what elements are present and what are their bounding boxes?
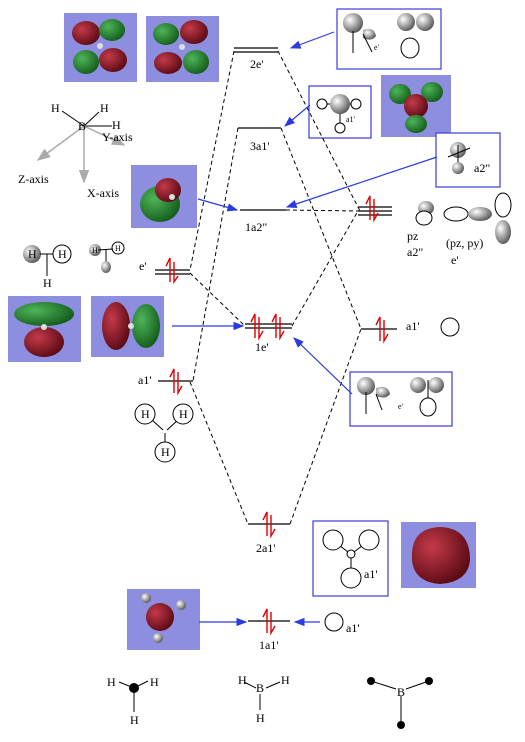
mo-image-1a1-prime <box>127 589 200 650</box>
mo-image-1e-prime-b <box>91 296 164 357</box>
bh3-h2: H <box>281 673 290 687</box>
structure-bh3: H H B H <box>238 673 290 725</box>
bh3-h3: H <box>256 711 265 725</box>
h3-h3: H <box>130 713 139 727</box>
level-1e-prime: 1e' <box>245 323 292 354</box>
box-a2-dprime: a2" <box>435 132 501 188</box>
ligand-salc-a1-prime: H H H <box>134 403 194 463</box>
label-3a1-prime: 3a1' <box>250 139 270 153</box>
axis-frame: H H H B Y-axis Z-axis X-axis <box>18 101 133 200</box>
structure-h3: H H H <box>107 675 159 727</box>
boron-pzpy-label: (pz, py) <box>446 236 483 250</box>
mo-image-3a1-prime <box>381 75 451 137</box>
boron-p-orbitals: pz a2" (pz, py) e' <box>407 192 512 267</box>
boron-pz-label: pz <box>407 229 418 243</box>
ligand-level-e-prime: e' <box>139 259 190 275</box>
z-axis-label: Z-axis <box>18 172 49 186</box>
electrons <box>165 195 389 636</box>
label-1a2-dprime: 1a2" <box>245 220 267 234</box>
label-2e-prime: 2e' <box>250 57 264 71</box>
box-e-prime-top: e' <box>336 8 442 70</box>
level-2e-prime: 2e' <box>234 47 278 71</box>
mo-image-1e-prime-a <box>8 296 81 362</box>
bh3-h1: H <box>238 673 247 687</box>
label-2a1-prime: 2a1' <box>256 541 276 555</box>
box-e-prime-top-label: e' <box>374 43 380 52</box>
y-axis-label: Y-axis <box>102 130 133 144</box>
salc-a1-h2: H <box>179 407 188 421</box>
salc-a-h2: H <box>58 247 67 261</box>
label-1a1-prime: 1a1' <box>259 638 279 652</box>
level-2a1-prime: 2a1' <box>248 523 290 555</box>
boron-level-p <box>358 206 392 216</box>
correlation-lines <box>189 50 362 525</box>
salc-a1-h1: H <box>141 407 150 421</box>
bh3-b: B <box>256 681 264 695</box>
ligand-e-prime-label: e' <box>139 259 147 273</box>
box-e-prime-bottom: e' <box>349 371 453 427</box>
boron-a2-dprime-label: a2" <box>407 245 423 259</box>
mo-image-2a1-prime <box>401 522 476 588</box>
x-axis-label: X-axis <box>87 186 119 200</box>
level-3a1-prime: 3a1' <box>238 127 281 153</box>
box-a1-prime-top: a1' <box>308 85 372 139</box>
boron-a1-prime-label: a1' <box>406 319 420 333</box>
ligand-a1-prime-label: a1' <box>138 373 152 387</box>
salc-b-h1: H <box>92 246 98 255</box>
axis-h3: H <box>112 118 121 132</box>
salc-a-h1: H <box>28 247 37 261</box>
b-dots-b: B <box>397 685 405 699</box>
axis-h1: H <box>51 101 60 115</box>
salc-b-h2: H <box>115 244 121 253</box>
boron-e-prime-label: e' <box>451 253 459 267</box>
boron-level-s: a1' <box>361 317 460 337</box>
label-1e-prime: 1e' <box>255 340 269 354</box>
mo-image-2e-prime-b <box>146 16 219 82</box>
mo-image-1a2-dprime <box>131 165 197 228</box>
h3-h2: H <box>150 675 159 689</box>
level-1a1-prime: 1a1' <box>248 620 290 652</box>
pointer-arrows <box>172 31 438 627</box>
structure-b-dots: B <box>367 677 433 729</box>
box-a1-prime-top-label: a1' <box>346 115 356 124</box>
level-1a2-dprime: 1a2" <box>240 209 286 234</box>
axis-b: B <box>78 119 86 133</box>
ligand-salc-e-prime-a: H H H <box>23 244 72 290</box>
box-a1-prime-2a1: a1' <box>312 520 389 597</box>
h3-h1: H <box>107 675 116 689</box>
box-a1-prime-2a1-label: a1' <box>364 567 378 581</box>
ligand-level-a1-prime: a1' <box>138 373 193 387</box>
salc-a-h3: H <box>43 276 52 290</box>
ligand-salc-e-prime-b: H H <box>89 241 125 273</box>
boron-1a1-label: a1' <box>346 621 360 635</box>
salc-a1-h3: H <box>161 445 170 459</box>
box-a2-dprime-label: a2" <box>474 161 490 175</box>
boron-s-orbital <box>440 317 460 337</box>
axis-h2: H <box>100 101 109 115</box>
mo-image-2e-prime-a <box>64 13 137 82</box>
boron-s-orbital-1a1: a1' <box>324 612 360 635</box>
box-e-prime-bottom-label: e' <box>398 402 404 411</box>
